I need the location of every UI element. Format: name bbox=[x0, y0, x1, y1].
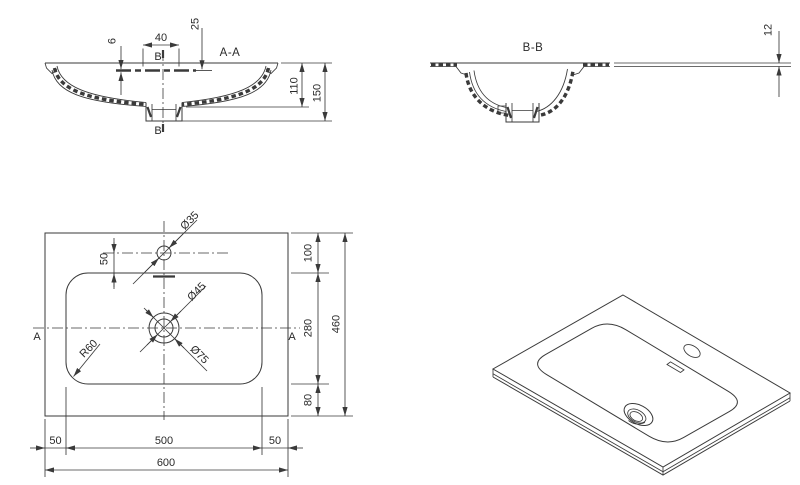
plan-dimensions bbox=[30, 232, 353, 477]
dim-bottom-margin-label: 80 bbox=[303, 394, 315, 406]
aa-bowl-hatch-left bbox=[52, 67, 147, 107]
section-mark-b-top: B bbox=[154, 51, 161, 63]
section-aa-title: A-A bbox=[220, 47, 241, 59]
bb-bowl-wall bbox=[464, 68, 575, 118]
iso-faucet-hole bbox=[683, 344, 701, 358]
iso-top-face bbox=[491, 294, 791, 468]
dim-total-width-label: 600 bbox=[157, 457, 175, 469]
leader-line-radius bbox=[73, 343, 101, 377]
label-drain-inner-diameter: Ø45 bbox=[185, 280, 208, 303]
dim-top-margin-label: 100 bbox=[303, 244, 315, 262]
aa-drain-fitting bbox=[145, 102, 183, 122]
section-mark-b-bottom: B bbox=[154, 125, 161, 137]
iso-overflow-slot bbox=[666, 361, 685, 374]
dim-slot-width-label: 40 bbox=[155, 32, 167, 44]
dim-slot-height-label: 6 bbox=[107, 38, 119, 44]
label-corner-radius: R60 bbox=[77, 337, 100, 360]
section-bb-title: B-B bbox=[523, 42, 544, 54]
drain-hole-outer bbox=[148, 312, 180, 344]
bb-overflow-channel bbox=[469, 70, 507, 112]
dim-basin-width-label: 500 bbox=[155, 435, 173, 447]
aa-dimensions bbox=[118, 28, 332, 122]
label-faucet-diameter: Ø35 bbox=[178, 209, 201, 232]
isometric-view bbox=[491, 294, 791, 476]
dim-total-depth-label: 460 bbox=[331, 315, 343, 333]
section-mark-a-left: A bbox=[33, 331, 41, 343]
drain-hole-inner bbox=[154, 318, 174, 338]
aa-bowl-hatch-right bbox=[181, 67, 271, 107]
faucet-hole bbox=[156, 245, 172, 261]
plan-outer-outline bbox=[44, 232, 289, 417]
section-bb-view: B-B 12 bbox=[430, 24, 791, 123]
iso-thickness-edges bbox=[492, 369, 791, 475]
plan-view: A A 50 100 280 80 460 50 500 50 600 Ø35 … bbox=[30, 209, 353, 477]
dim-basin-depth-label: 110 bbox=[289, 77, 301, 95]
aa-bowl-wall bbox=[51, 65, 272, 107]
iso-bottom-edge bbox=[492, 376, 791, 476]
dim-rim-thickness-label: 12 bbox=[763, 24, 775, 36]
dim-right-margin-label: 50 bbox=[269, 435, 281, 447]
plan-centerlines bbox=[33, 221, 300, 420]
label-drain-outer-diameter: Ø75 bbox=[188, 343, 211, 366]
bb-drain-fitting bbox=[497, 103, 540, 123]
dim-total-height-label: 150 bbox=[312, 84, 324, 102]
dim-left-margin-label: 50 bbox=[49, 435, 61, 447]
leader-line-faucet bbox=[132, 219, 198, 285]
plan-leaders bbox=[73, 219, 208, 377]
dim-slot-depth-label: 25 bbox=[190, 18, 202, 30]
dim-faucet-offset-label: 50 bbox=[99, 253, 111, 265]
iso-basin-rim bbox=[537, 323, 738, 443]
iso-drain bbox=[623, 403, 654, 426]
bb-dimensions bbox=[614, 31, 791, 97]
bb-rim-hatch bbox=[430, 63, 610, 76]
iso-mid-edge bbox=[492, 373, 791, 473]
section-mark-a-right: A bbox=[288, 331, 296, 343]
dim-basin-height-label: 280 bbox=[303, 319, 315, 337]
section-aa-view: 6 40 25 110 150 A-A B B bbox=[44, 18, 332, 137]
